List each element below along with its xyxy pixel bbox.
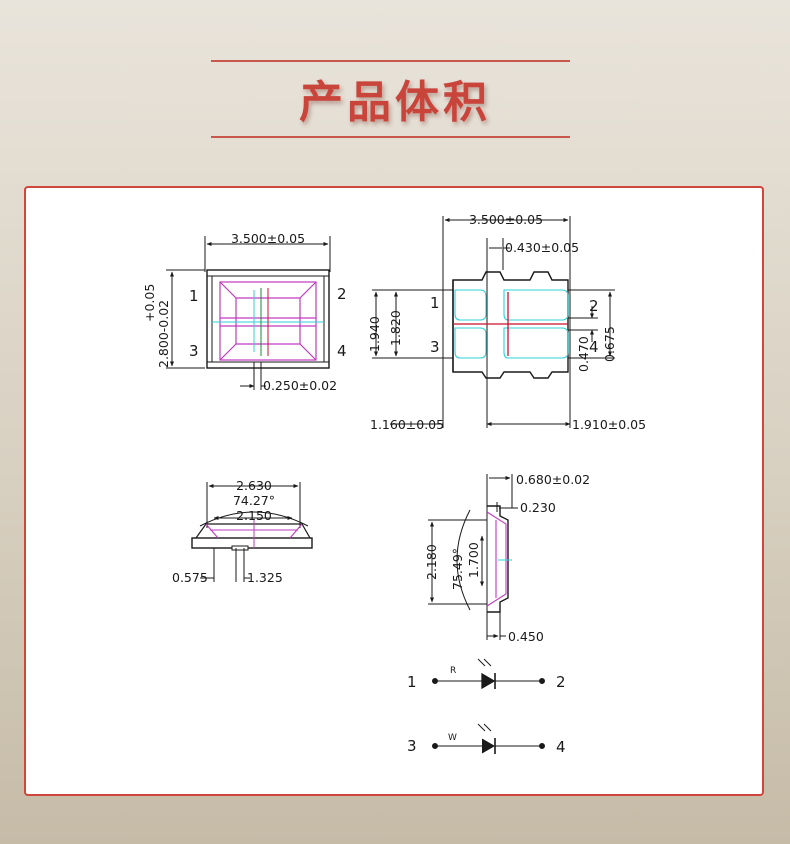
top-pad-dim: 0.250±0.02 <box>263 378 337 393</box>
bottom-pin-4: 4 <box>589 338 599 356</box>
top-pin-2: 2 <box>337 285 347 303</box>
bottom-h3-dim: 0.675 <box>602 326 617 362</box>
bottom-left-dim: 1.160±0.05 <box>370 417 444 432</box>
bottom-h4-dim: 0.470 <box>576 336 591 372</box>
top-height-tol: +0.05 <box>142 284 157 322</box>
title-rule-bottom <box>211 136 570 138</box>
side-height-dim: 2.180 <box>424 544 439 580</box>
bottom-view <box>372 216 615 428</box>
top-view <box>166 236 331 390</box>
schematic-red-label: R <box>450 666 456 676</box>
drawing-card <box>24 186 764 796</box>
title-rule-top <box>211 60 570 62</box>
bottom-pin-3: 3 <box>430 338 440 356</box>
top-pin-1: 1 <box>189 287 199 305</box>
front-right-dim: 1.325 <box>247 570 283 585</box>
schematic-pin-4: 4 <box>556 738 566 756</box>
front-top-dim: 2.630 <box>236 478 272 493</box>
top-pin-3: 3 <box>189 342 199 360</box>
top-width-dim: 3.500±0.05 <box>231 231 305 246</box>
side-view <box>428 474 518 640</box>
side-inner-dim: 1.700 <box>466 542 481 578</box>
side-bottom-dim: 0.450 <box>508 629 544 644</box>
side-top-dim: 0.680±0.02 <box>516 472 590 487</box>
top-height-dim: 2.800-0.02 <box>156 300 171 368</box>
page-title: 产品体积 <box>299 77 491 128</box>
bottom-h1-dim: 1.940 <box>367 316 382 352</box>
front-view <box>191 482 313 582</box>
schematic-red-led <box>432 658 545 690</box>
schematic-pin-3: 3 <box>407 737 417 755</box>
front-left-dim: 0.575 <box>172 570 208 585</box>
bottom-pin-2: 2 <box>589 297 599 315</box>
bottom-h2-dim: 1.820 <box>388 310 403 346</box>
schematic-pin-2: 2 <box>556 673 566 691</box>
bottom-pin-1: 1 <box>430 294 440 312</box>
side-thick-dim: 0.230 <box>520 500 556 515</box>
front-angle-dim: 74.27° <box>233 493 275 508</box>
schematic-white-led <box>432 723 545 754</box>
schematic-white-label: W <box>448 733 457 743</box>
front-inner-dim: 2.150 <box>236 508 272 523</box>
bottom-gap-dim: 0.430±0.05 <box>505 240 579 255</box>
side-angle-dim: 75.49° <box>450 548 465 590</box>
top-pin-4: 4 <box>337 342 347 360</box>
schematic-pin-1: 1 <box>407 673 417 691</box>
bottom-right-dim: 1.910±0.05 <box>572 417 646 432</box>
bottom-width-dim: 3.500±0.05 <box>469 212 543 227</box>
